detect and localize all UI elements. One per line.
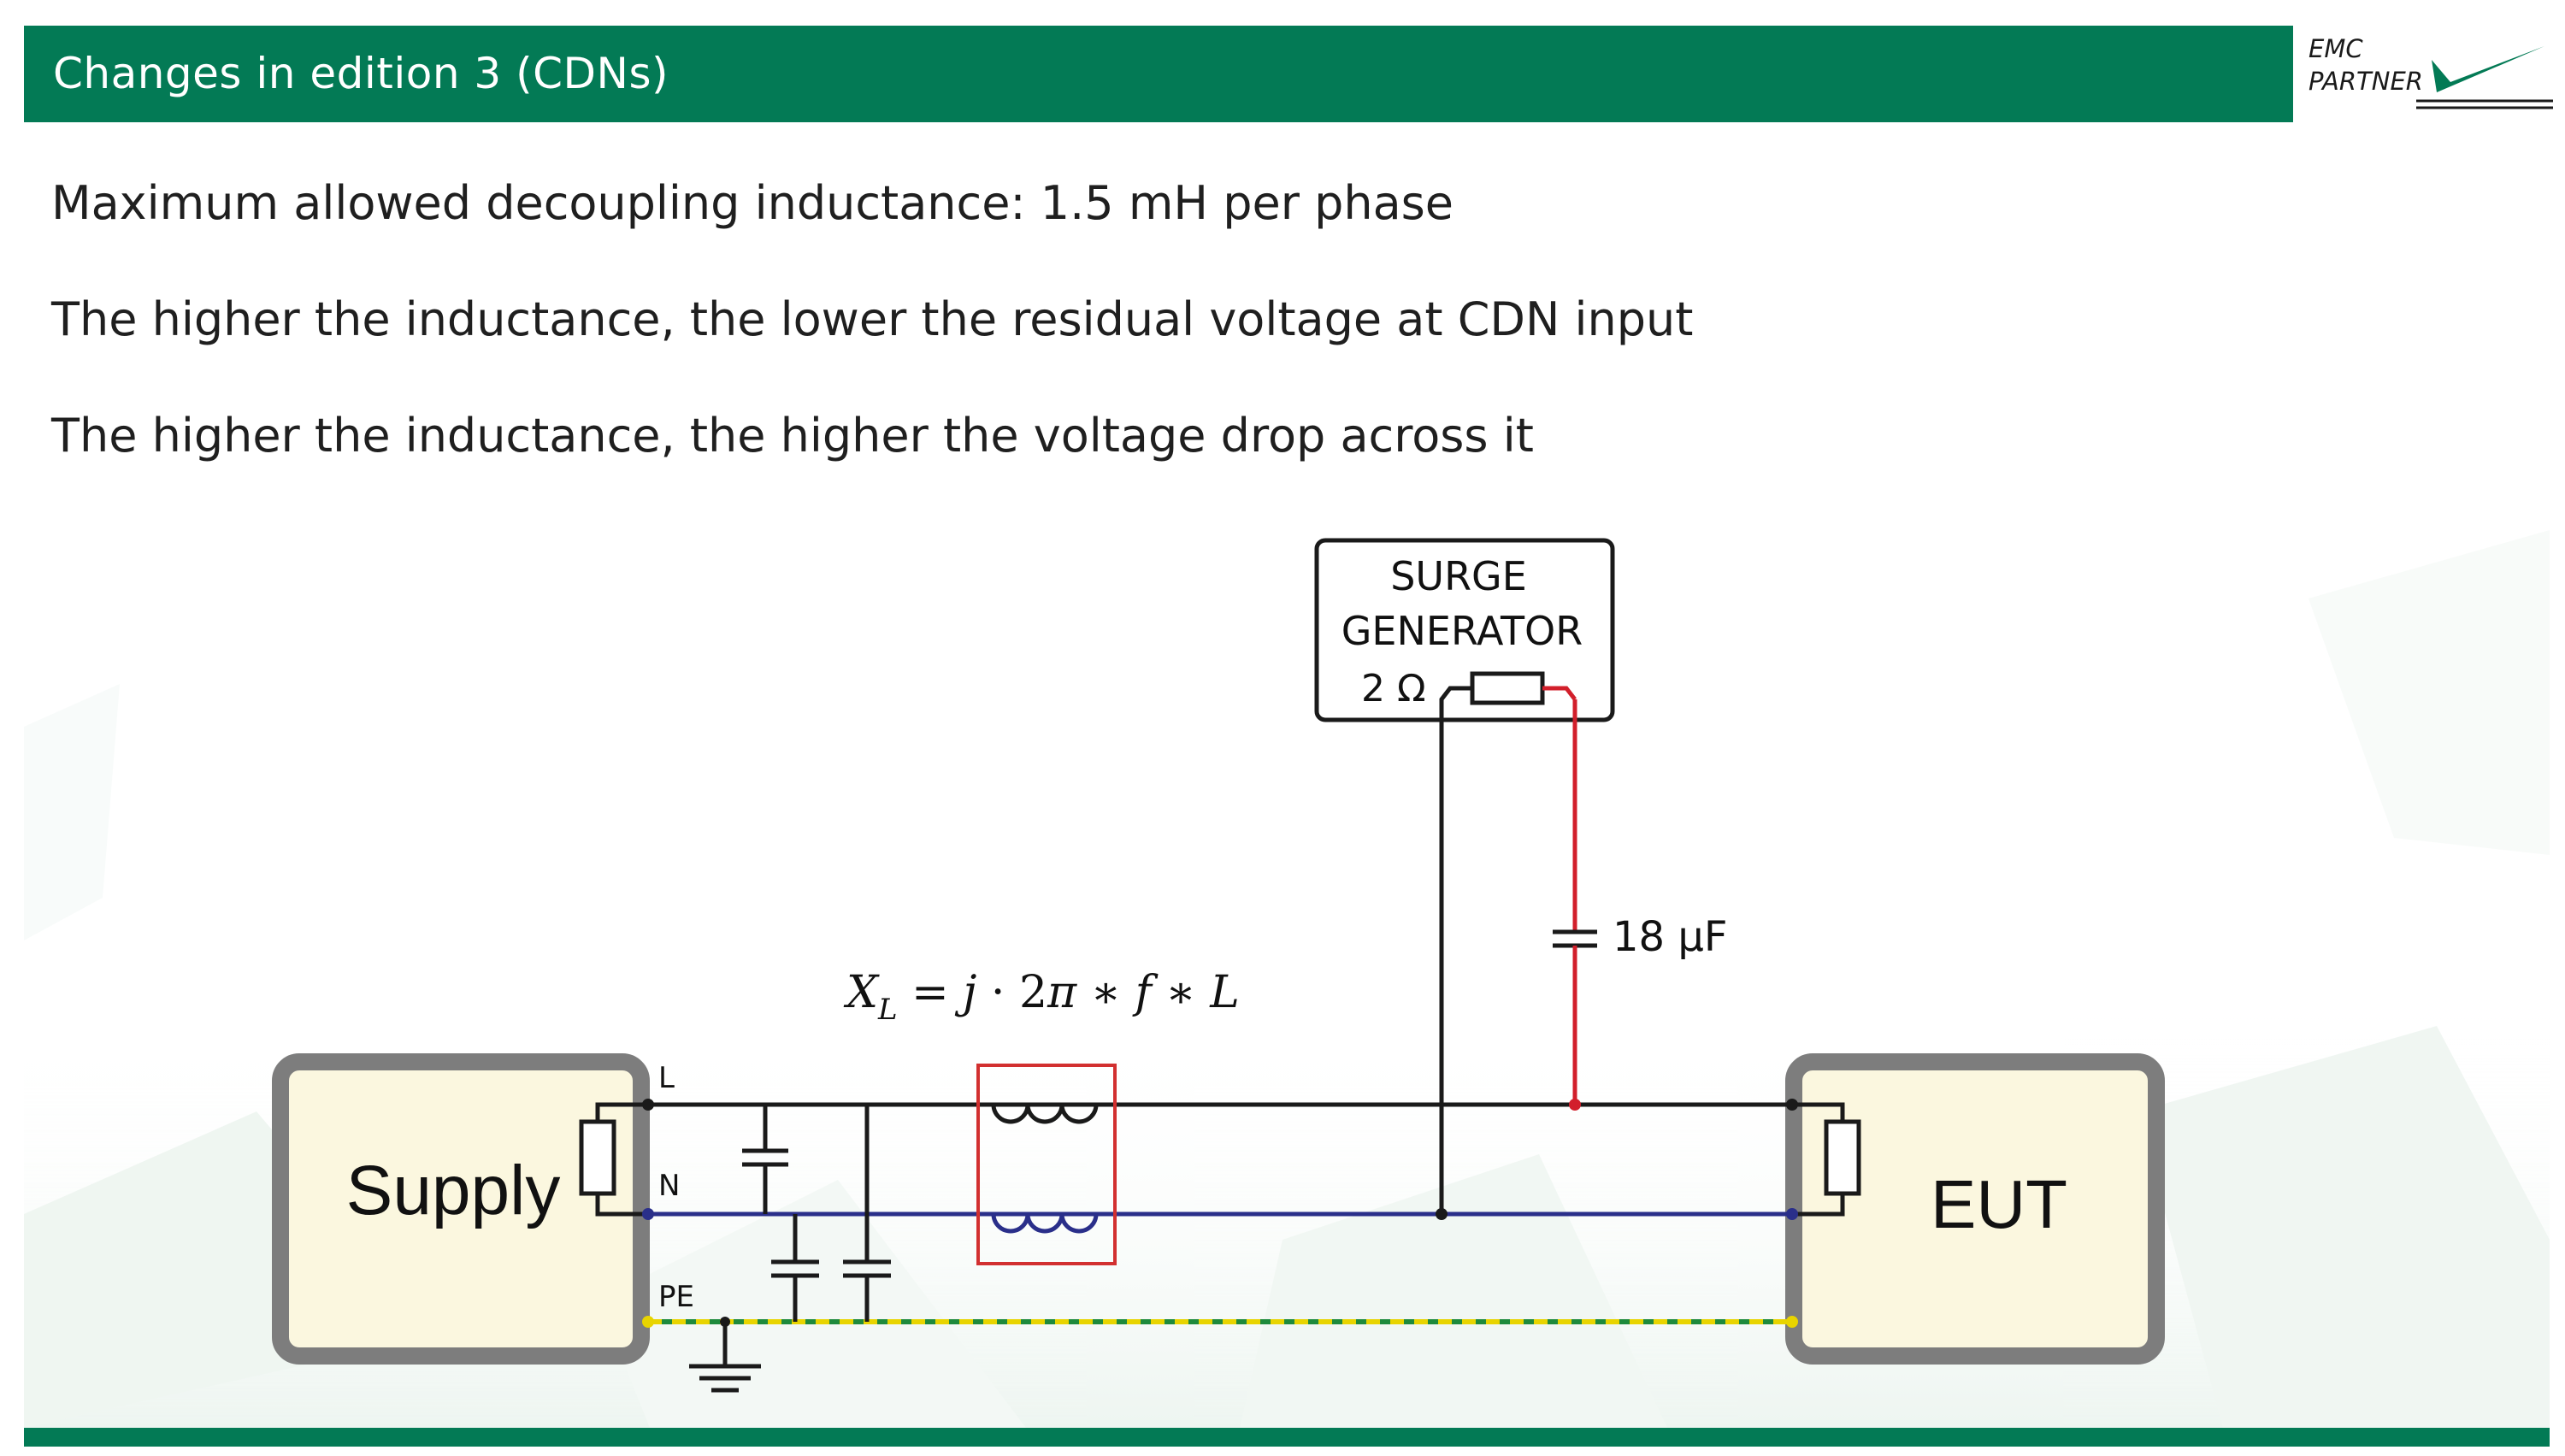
logo-check-icon (2416, 46, 2553, 109)
logo-line-2: PARTNER (2308, 67, 2423, 96)
bullet-1: Maximum allowed decoupling inductance: 1… (51, 176, 1454, 230)
label-L: L (658, 1061, 675, 1095)
label-N: N (658, 1169, 680, 1203)
coupling-path (1553, 699, 1597, 1111)
reactance-formula: XL = j · 2π ∗ f ∗ L (843, 967, 1240, 1027)
generator-impedance: 2 Ω (1361, 667, 1426, 710)
title-bar: Changes in edition 3 (CDNs) (24, 26, 2293, 122)
surge-generator-box: SURGE GENERATOR 2 Ω (1314, 538, 1615, 1214)
capacitor-L-N (742, 1105, 788, 1214)
logo-line-1: EMC (2308, 34, 2363, 63)
bullet-3: The higher the inductance, the higher th… (51, 409, 1534, 463)
capacitor-L-PE (843, 1105, 891, 1322)
supply-label: Supply (346, 1152, 561, 1229)
label-PE: PE (658, 1280, 694, 1314)
page-title: Changes in edition 3 (CDNs) (53, 49, 669, 98)
generator-line-2: GENERATOR (1341, 608, 1583, 654)
capacitor-N-PE (771, 1214, 819, 1322)
bullet-2: The higher the inductance, the lower the… (51, 292, 1694, 346)
supply-box: Supply (272, 1053, 650, 1365)
decoupling-inductors (976, 1064, 1117, 1265)
ground-icon (689, 1317, 761, 1393)
inductor-highlight-box (976, 1064, 1117, 1265)
eut-label: EUT (1931, 1166, 2067, 1242)
capacitor-label: 18 µF (1613, 913, 1727, 961)
bottom-bar (24, 1428, 2550, 1447)
emc-partner-logo: EMC PARTNER (2305, 31, 2553, 116)
eut-box: EUT (1785, 1053, 2165, 1365)
generator-line-1: SURGE (1390, 553, 1527, 599)
